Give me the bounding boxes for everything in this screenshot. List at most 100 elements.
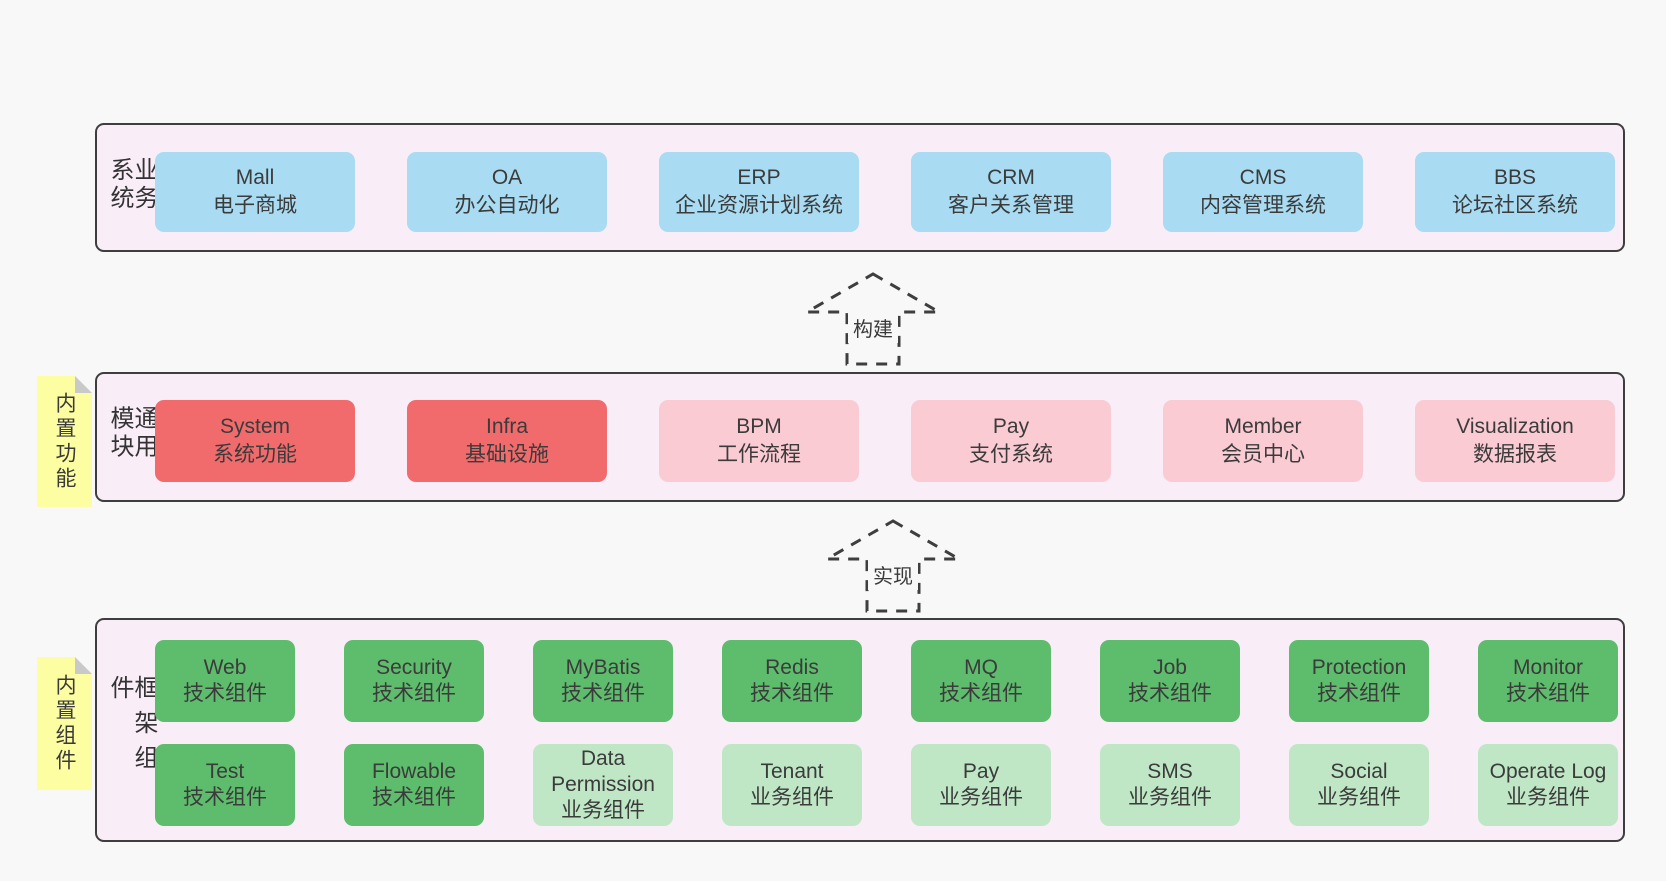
- box-sms: SMS 业务组件: [1100, 744, 1240, 826]
- box-title: Pay: [962, 760, 1000, 783]
- box-title: Pay: [992, 415, 1030, 438]
- box-subtitle: 技术组件: [561, 682, 645, 705]
- box-mybatis: MyBatis 技术组件: [533, 640, 673, 722]
- box-title: Social: [1330, 760, 1388, 783]
- box-title: MyBatis: [565, 656, 641, 679]
- box-title: CMS: [1239, 166, 1287, 189]
- box-test: Test 技术组件: [155, 744, 295, 826]
- arrow-implement: 实现: [825, 519, 961, 613]
- box-subtitle: 基础设施: [465, 443, 549, 466]
- box-subtitle: 内容管理系统: [1200, 194, 1326, 217]
- box-web: Web 技术组件: [155, 640, 295, 722]
- box-flowable: Flowable 技术组件: [344, 744, 484, 826]
- box-erp: ERP 企业资源计划系统: [659, 152, 859, 232]
- box-title: Flowable: [371, 760, 457, 783]
- box-social: Social 业务组件: [1289, 744, 1429, 826]
- box-title: Job: [1153, 656, 1187, 679]
- dashed-up-arrow-icon: [825, 519, 961, 613]
- dashed-up-arrow-icon: [805, 272, 941, 366]
- box-title: Redis: [765, 656, 819, 679]
- box-bbs: BBS 论坛社区系统: [1415, 152, 1615, 232]
- box-subtitle: 客户关系管理: [948, 194, 1074, 217]
- box-title: Test: [205, 760, 245, 783]
- box-infra: Infra 基础设施: [407, 400, 607, 482]
- panel-framework-components: 框架组件 Web 技术组件 Security 技术组件 MyBatis 技术组件…: [95, 618, 1625, 842]
- box-subtitle: 支付系统: [969, 443, 1053, 466]
- box-subtitle: 业务组件: [1128, 786, 1212, 809]
- box-subtitle: 技术组件: [183, 786, 267, 809]
- box-pay-component: Pay 业务组件: [911, 744, 1051, 826]
- box-subtitle: 论坛社区系统: [1452, 194, 1578, 217]
- box-member: Member 会员中心: [1163, 400, 1363, 482]
- box-subtitle: 企业资源计划系统: [675, 194, 843, 217]
- box-visualization: Visualization 数据报表: [1415, 400, 1615, 482]
- box-pay-module: Pay 支付系统: [911, 400, 1111, 482]
- box-title: Infra: [485, 415, 529, 438]
- box-subtitle: 电子商城: [213, 194, 297, 217]
- box-title: Security: [376, 656, 452, 679]
- box-title: Visualization: [1456, 415, 1574, 438]
- box-mall: Mall 电子商城: [155, 152, 355, 232]
- box-system: System 系统功能: [155, 400, 355, 482]
- box-subtitle: 技术组件: [939, 682, 1023, 705]
- box-subtitle: 会员中心: [1221, 443, 1305, 466]
- box-title: OA: [491, 166, 523, 189]
- box-oa: OA 办公自动化: [407, 152, 607, 232]
- box-monitor: Monitor 技术组件: [1478, 640, 1618, 722]
- sticky-note-label: 内置功能: [53, 391, 76, 492]
- box-security: Security 技术组件: [344, 640, 484, 722]
- panel-label-business-systems: 业务系统: [106, 156, 157, 213]
- box-operate-log: Operate Log 业务组件: [1478, 744, 1618, 826]
- panel-label-common-modules: 通用模块: [106, 405, 157, 462]
- box-subtitle: 技术组件: [1128, 682, 1212, 705]
- box-subtitle: 业务组件: [561, 799, 645, 822]
- box-title: Monitor: [1512, 656, 1584, 679]
- box-title: ERP: [737, 166, 781, 189]
- box-subtitle: 系统功能: [213, 443, 297, 466]
- box-title: SMS: [1147, 760, 1193, 783]
- box-title: Tenant: [760, 760, 824, 783]
- box-bpm: BPM 工作流程: [659, 400, 859, 482]
- box-mq: MQ 技术组件: [911, 640, 1051, 722]
- box-title: CRM: [987, 166, 1035, 189]
- box-cms: CMS 内容管理系统: [1163, 152, 1363, 232]
- box-title: Member: [1224, 415, 1302, 438]
- box-subtitle: 业务组件: [939, 786, 1023, 809]
- box-subtitle: 技术组件: [1506, 682, 1590, 705]
- box-protection: Protection 技术组件: [1289, 640, 1429, 722]
- sticky-note-built-in-functions: 内置功能: [37, 376, 92, 507]
- box-subtitle: 工作流程: [717, 443, 801, 466]
- box-subtitle: 业务组件: [1317, 786, 1401, 809]
- box-subtitle: 数据报表: [1473, 443, 1557, 466]
- box-title: BBS: [1493, 166, 1537, 189]
- box-title: Protection: [1311, 656, 1407, 679]
- box-subtitle: 技术组件: [183, 682, 267, 705]
- sticky-note-built-in-components: 内置组件: [37, 657, 92, 790]
- box-subtitle: 技术组件: [750, 682, 834, 705]
- box-job: Job 技术组件: [1100, 640, 1240, 722]
- arrow-label: 构建: [848, 312, 898, 343]
- box-subtitle: 业务组件: [750, 786, 834, 809]
- box-data-permission: Data Permission 业务组件: [533, 744, 673, 826]
- box-title: Web: [203, 656, 247, 679]
- box-redis: Redis 技术组件: [722, 640, 862, 722]
- box-subtitle: 办公自动化: [454, 194, 560, 217]
- arrow-build: 构建: [805, 272, 941, 366]
- box-title: BPM: [736, 415, 782, 438]
- box-title: MQ: [964, 656, 998, 679]
- panel-label-framework-components: 框架组件: [106, 675, 157, 780]
- box-tenant: Tenant 业务组件: [722, 744, 862, 826]
- box-subtitle: 业务组件: [1506, 786, 1590, 809]
- box-title: Operate Log: [1489, 760, 1607, 783]
- box-title: System: [219, 415, 290, 438]
- arrow-label: 实现: [868, 559, 918, 590]
- box-subtitle: 技术组件: [1317, 682, 1401, 705]
- box-subtitle: 技术组件: [372, 682, 456, 705]
- box-title: Data Permission: [551, 747, 655, 796]
- panel-common-modules: 通用模块 System 系统功能 Infra 基础设施 BPM 工作流程 Pay…: [95, 372, 1625, 502]
- sticky-note-label: 内置组件: [53, 673, 76, 774]
- box-title: Mall: [235, 166, 275, 189]
- panel-business-systems: 业务系统 Mall 电子商城 OA 办公自动化 ERP 企业资源计划系统 CRM…: [95, 123, 1625, 252]
- box-subtitle: 技术组件: [372, 786, 456, 809]
